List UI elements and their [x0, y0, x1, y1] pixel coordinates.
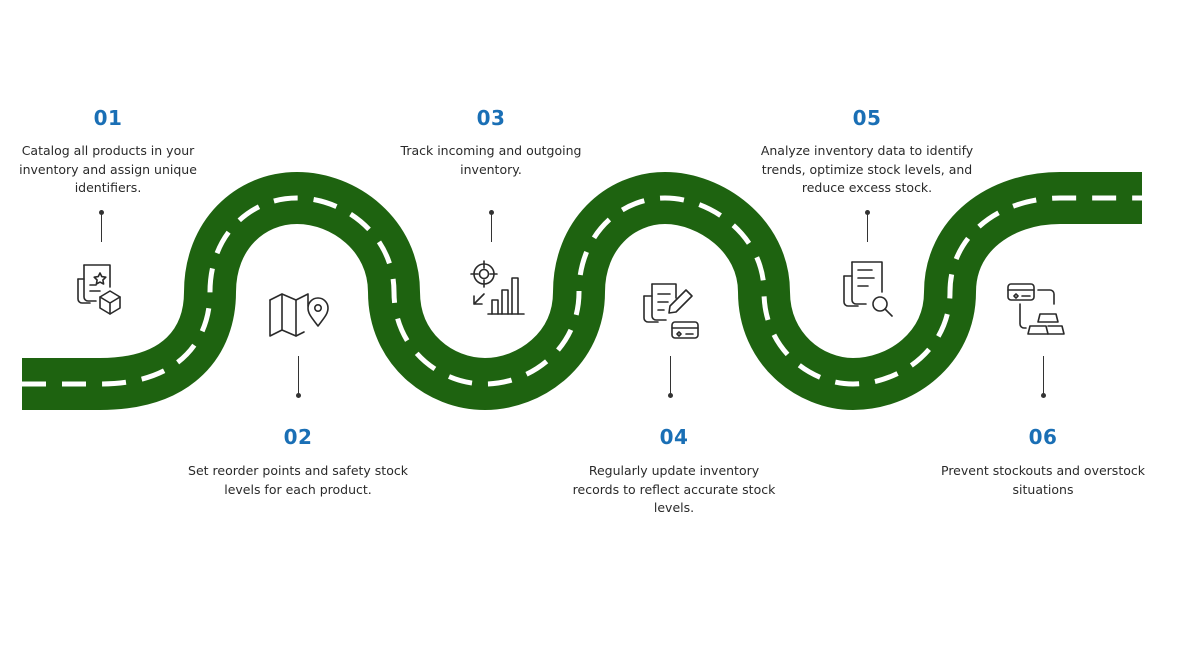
step-4-text: Regularly update inventory records to re… [572, 463, 776, 515]
target-bar-chart-icon [466, 258, 530, 322]
road-surface [22, 171, 1142, 411]
step-5-text: Analyze inventory data to identify trend… [760, 143, 974, 195]
step-6-text: Prevent stockouts and overstock situatio… [941, 463, 1145, 497]
step-5-number: 05 [852, 106, 882, 130]
cards-gold-bars-icon [1004, 278, 1068, 342]
step-4-connector [668, 356, 673, 398]
step-5-connector [865, 210, 870, 242]
document-edit-cards-icon [638, 280, 702, 344]
step-1-text: Catalog all products in your inventory a… [19, 143, 197, 195]
step-2-number: 02 [283, 425, 313, 449]
map-pin-icon [266, 284, 330, 348]
step-1-connector [99, 210, 104, 242]
step-2-text: Set reorder points and safety stock leve… [188, 463, 408, 497]
step-6-connector [1041, 356, 1046, 398]
document-package-icon [70, 257, 134, 321]
step-3-text: Track incoming and outgoing inventory. [400, 143, 582, 177]
step-4-number: 04 [659, 425, 689, 449]
step-6-number: 06 [1028, 425, 1058, 449]
step-1-number: 01 [93, 106, 123, 130]
road-center-dashes [22, 195, 1142, 387]
step-3-connector [489, 210, 494, 242]
step-2-connector [296, 356, 301, 398]
document-search-icon [836, 256, 900, 320]
step-3-number: 03 [476, 106, 506, 130]
